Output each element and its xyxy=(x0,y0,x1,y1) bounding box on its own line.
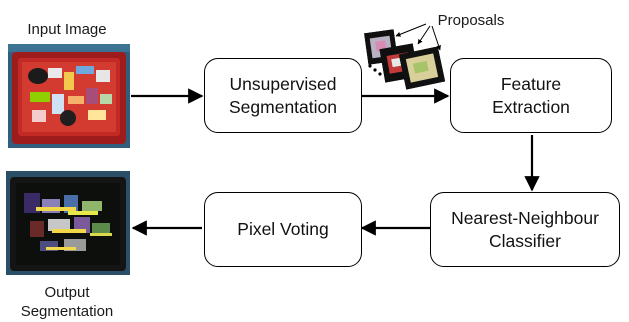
unsupervised-segmentation-node: Unsupervised Segmentation xyxy=(204,58,362,133)
input-image xyxy=(8,44,130,148)
feature-extraction-label: Feature Extraction xyxy=(492,73,570,117)
output-segmentation-image xyxy=(6,171,130,275)
unsupervised-segmentation-label: Unsupervised Segmentation xyxy=(229,73,337,117)
proposal-thumbnail-3 xyxy=(398,46,446,90)
input-image-label: Input Image xyxy=(27,21,107,38)
ellipsis-dot-1 xyxy=(368,64,372,68)
output-segmentation-graphic xyxy=(6,171,130,275)
pixel-voting-node: Pixel Voting xyxy=(204,192,362,267)
ellipsis-dot-2 xyxy=(373,68,377,72)
feature-extraction-node: Feature Extraction xyxy=(450,58,612,133)
ellipsis-dot-3 xyxy=(378,72,382,76)
nearest-neighbour-classifier-node: Nearest-Neighbour Classifier xyxy=(430,192,620,267)
proposal-pointer-3 xyxy=(431,25,441,51)
proposal-thumbnail-3-graphic xyxy=(398,46,446,90)
proposal-pointer-1 xyxy=(395,23,427,37)
pixel-voting-label: Pixel Voting xyxy=(237,219,329,239)
output-segmentation-label: Output Segmentation xyxy=(20,284,114,320)
nearest-neighbour-classifier-label: Nearest-Neighbour Classifier xyxy=(451,207,599,251)
input-image-graphic xyxy=(8,44,130,148)
proposal-pointer-2 xyxy=(417,25,431,45)
proposals-label: Proposals xyxy=(437,12,505,29)
